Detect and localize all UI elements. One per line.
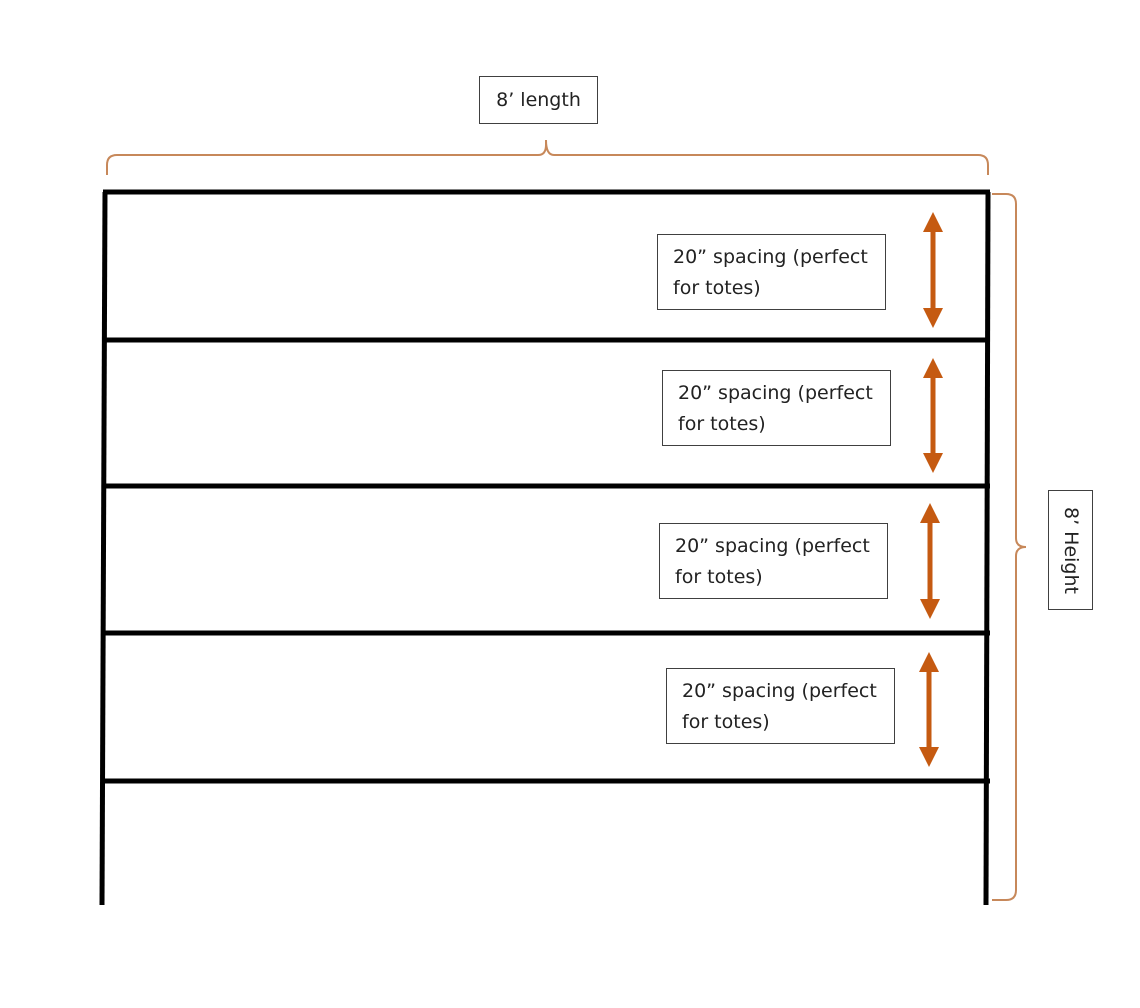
frame-right-post: [983, 191, 991, 906]
spacing-label-4: 20” spacing (perfect for totes): [666, 668, 895, 744]
spacing-label-line2: for totes): [678, 413, 766, 435]
spacing-label-line2: for totes): [673, 277, 761, 299]
spacing-label-1: 20” spacing (perfect for totes): [657, 234, 886, 310]
spacing-label-line2: for totes): [675, 566, 763, 588]
spacing-label-line1: 20” spacing (perfect: [673, 246, 868, 268]
frame-left-post: [99, 191, 108, 906]
length-label: 8’ length: [479, 76, 598, 124]
spacing-label-line1: 20” spacing (perfect: [678, 382, 873, 404]
length-label-text: 8’ length: [496, 88, 581, 111]
shelf-frame: [99, 189, 991, 906]
height-label: 8’ Height: [1048, 490, 1093, 610]
height-bracket: [992, 193, 1027, 901]
spacing-label-line1: 20” spacing (perfect: [675, 535, 870, 557]
length-bracket: [106, 139, 989, 175]
spacing-label-line1: 20” spacing (perfect: [682, 680, 877, 702]
spacing-label-line2: for totes): [682, 711, 770, 733]
height-label-text: 8’ Height: [1060, 506, 1083, 594]
spacing-label-2: 20” spacing (perfect for totes): [662, 370, 891, 446]
spacing-label-3: 20” spacing (perfect for totes): [659, 523, 888, 599]
